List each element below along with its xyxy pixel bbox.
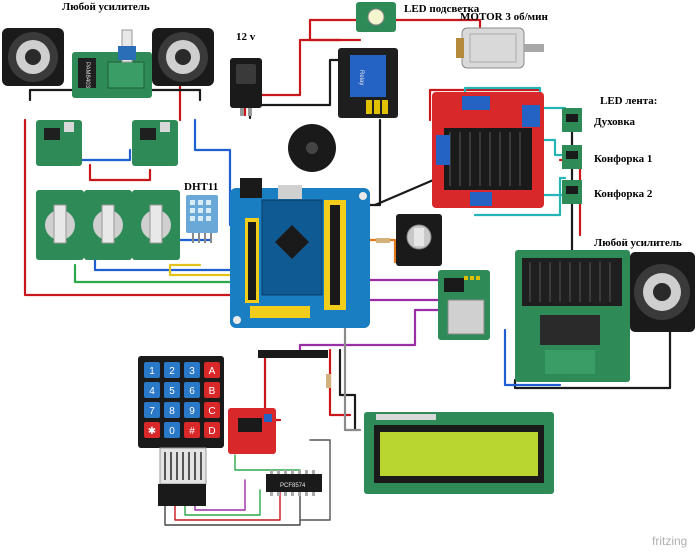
keypad-key[interactable] xyxy=(184,402,200,418)
connector-burner-1 xyxy=(562,145,582,169)
keypad-key-label: B xyxy=(209,386,216,397)
dht11-sensor xyxy=(186,195,218,243)
wire-blue-2 xyxy=(193,118,232,227)
wire-bus-4 xyxy=(194,479,246,511)
keypad-key-label: ✱ xyxy=(148,426,156,437)
keypad-key-label: 7 xyxy=(149,406,155,417)
keypad-key[interactable] xyxy=(164,422,180,438)
keypad-key[interactable] xyxy=(184,362,200,378)
keypad-key[interactable] xyxy=(144,382,160,398)
speaker-top-left xyxy=(2,28,64,86)
burner-2-label: Конфорка 2 xyxy=(594,188,653,200)
power-jack xyxy=(230,58,262,116)
keypad-key-label: 4 xyxy=(149,386,155,397)
audio-board-left xyxy=(36,120,82,166)
keypad: 1 2 3 A 4 5 6 B 7 8 9 C ✱ 0 # D xyxy=(138,356,224,506)
pcf8574-label: PCF8574 xyxy=(280,483,306,489)
keypad-key-label: 3 xyxy=(189,366,195,377)
keypad-key[interactable] xyxy=(204,422,220,438)
keypad-key[interactable] xyxy=(204,362,220,378)
relay-label: Relay xyxy=(358,70,364,85)
supply-label: 12 v xyxy=(236,31,256,43)
led-strip-label: LED лента: xyxy=(600,95,657,107)
connector-oven xyxy=(562,108,582,132)
keypad-key[interactable] xyxy=(184,382,200,398)
wire-gnd-1 xyxy=(248,58,347,120)
speaker-top-right xyxy=(152,28,214,86)
motor-label: MOTOR 3 об/мин xyxy=(460,11,548,23)
dht11-label: DHT11 xyxy=(184,181,218,193)
led-backlight-label: LED подсветка xyxy=(404,3,480,15)
wire-power-9 xyxy=(88,163,152,182)
oven-label: Духовка xyxy=(594,116,635,128)
wire-cyan-4 xyxy=(473,176,567,217)
speaker-right xyxy=(630,252,695,332)
keypad-key-label: 5 xyxy=(169,386,175,397)
wire-green-1 xyxy=(73,263,232,284)
relay-module: Relay xyxy=(338,48,398,118)
keypad-key[interactable] xyxy=(204,402,220,418)
fritzing-watermark: fritzing xyxy=(652,534,687,548)
arduino-shield xyxy=(230,178,370,328)
keypad-key-label: 8 xyxy=(169,406,175,417)
keypad-key-label: D xyxy=(208,426,215,437)
keypad-key[interactable] xyxy=(204,382,220,398)
wire-blue-4 xyxy=(78,148,132,162)
dc-motor xyxy=(456,27,544,69)
wire-bus-6 xyxy=(299,439,331,521)
pcf8574-chip: PCF8574 xyxy=(266,470,322,496)
potentiometer-2[interactable] xyxy=(84,190,132,260)
amp-top-label: Любой усилитель xyxy=(62,1,150,13)
wire-power-4 xyxy=(23,118,232,297)
wire-bus-3 xyxy=(184,489,261,516)
keypad-key[interactable] xyxy=(164,362,180,378)
rotary-encoder[interactable] xyxy=(396,214,442,266)
burner-1-label: Конфорка 1 xyxy=(594,153,652,165)
amp-chip-label: PAM8403 xyxy=(84,62,90,89)
keypad-key-label: # xyxy=(189,426,195,437)
keypad-key[interactable] xyxy=(144,362,160,378)
resistor-1 xyxy=(376,238,390,243)
buzzer xyxy=(288,124,336,172)
motor-driver xyxy=(432,92,544,208)
keypad-key-label: 9 xyxy=(189,406,195,417)
keypad-key-label: 1 xyxy=(149,366,155,377)
keypad-key-label: A xyxy=(209,366,216,377)
keypad-key-label: 6 xyxy=(189,386,195,397)
keypad-key[interactable] xyxy=(184,422,200,438)
keypad-key[interactable] xyxy=(164,402,180,418)
header-strip xyxy=(258,350,328,358)
wire-cyan-1 xyxy=(463,86,567,110)
wire-power-2 xyxy=(308,18,482,42)
audio-board-right xyxy=(132,120,178,166)
wire-purple-3 xyxy=(298,308,442,352)
wire-yellow-1 xyxy=(168,263,232,277)
keypad-key[interactable] xyxy=(164,382,180,398)
lcd-display xyxy=(364,412,554,494)
potentiometer-1[interactable] xyxy=(36,190,84,260)
resistor-2 xyxy=(326,374,331,388)
keypad-key-label: 2 xyxy=(169,366,175,377)
connector-burner-2 xyxy=(562,180,582,204)
wire-cyan-2 xyxy=(538,138,567,157)
wire-gnd-6 xyxy=(338,348,357,432)
keypad-key[interactable] xyxy=(144,422,160,438)
keypad-key[interactable] xyxy=(144,402,160,418)
wire-bus-1 xyxy=(164,489,301,526)
wire-blue-3 xyxy=(503,328,562,387)
potentiometer-3[interactable] xyxy=(132,190,180,260)
keypad-key-label: C xyxy=(208,406,215,417)
led-backlight-module xyxy=(356,2,396,32)
wire-power-7 xyxy=(328,348,352,417)
wire-bus-2 xyxy=(174,489,281,521)
keypad-keys: 1 2 3 A 4 5 6 B 7 8 9 C ✱ 0 # D xyxy=(144,362,220,438)
wire-bus-5 xyxy=(234,454,301,471)
keypad-key-label: 0 xyxy=(169,426,175,437)
amp-module-top: PAM8403 xyxy=(72,29,152,98)
i2c-adapter xyxy=(228,408,276,454)
mp3-module xyxy=(438,270,490,340)
amp-module-right xyxy=(515,250,630,382)
amp-right-label: Любой усилитель xyxy=(594,237,682,249)
